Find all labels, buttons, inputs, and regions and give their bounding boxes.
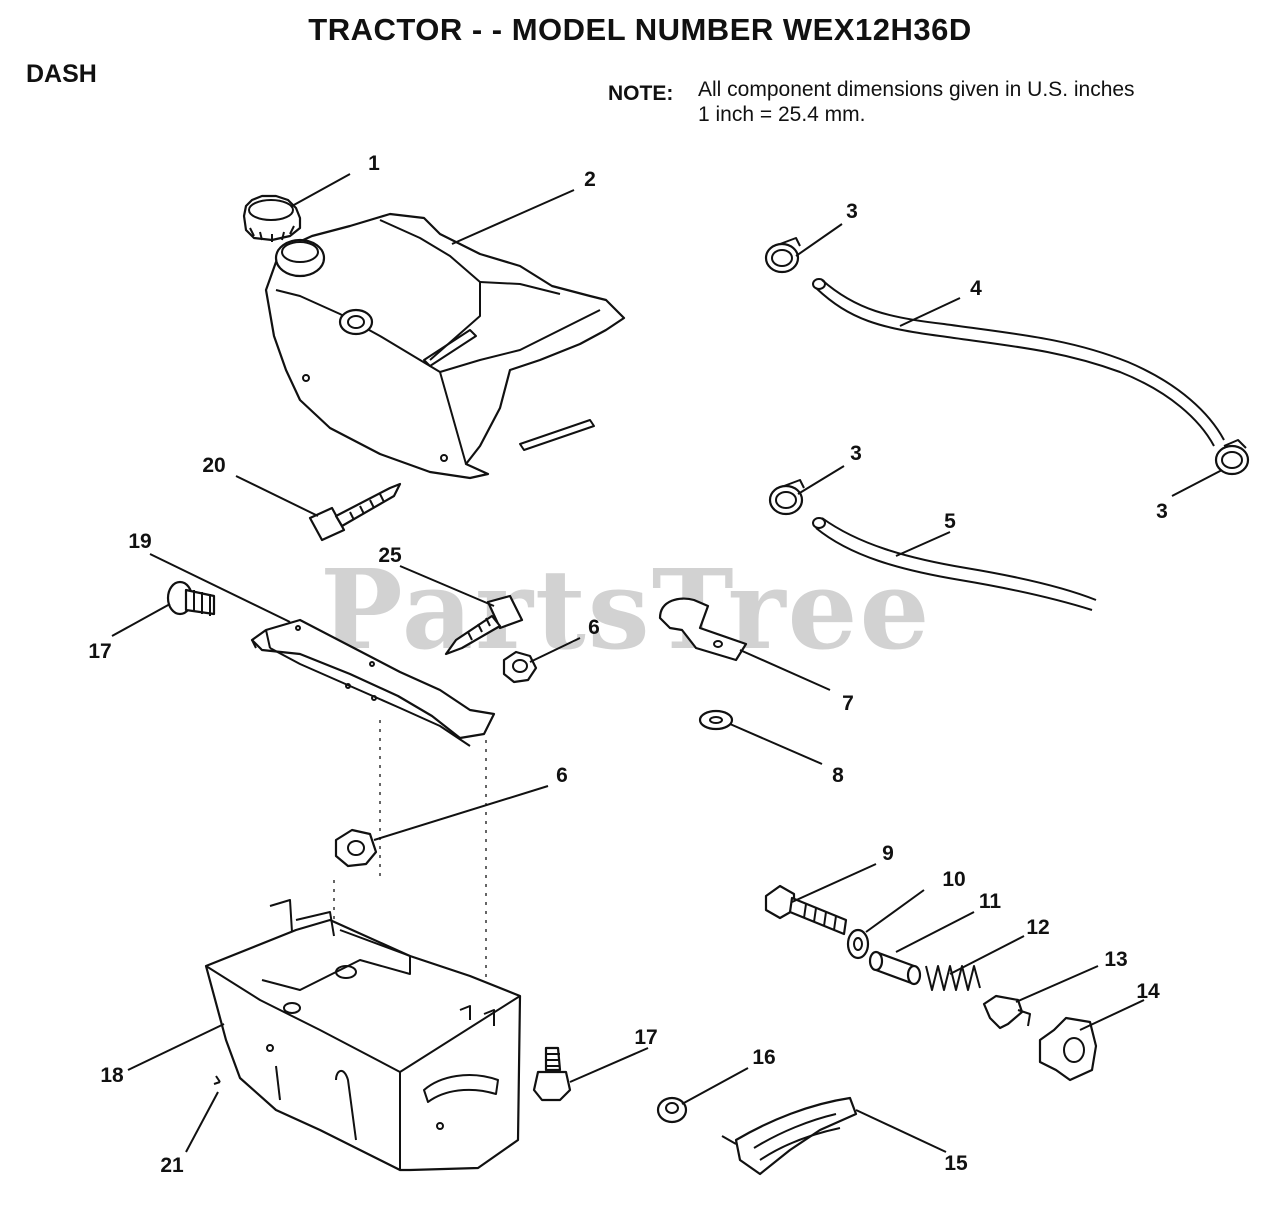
- part-nut-6-bottom[interactable]: [334, 828, 378, 868]
- part-washer-8[interactable]: [698, 709, 734, 731]
- part-fuel-cap[interactable]: [242, 194, 302, 242]
- callout-6-top: 6: [588, 616, 600, 639]
- callout-6-bottom: 6: [556, 764, 568, 787]
- part-screw-25[interactable]: [444, 594, 524, 656]
- callout-labels: 1 2 3 4 3 3 5 20 19 25 17 6 7 8 6 9 10 1…: [88, 152, 1168, 1177]
- part-hose-clamp-b[interactable]: [768, 479, 805, 516]
- part-nut-6-top[interactable]: [502, 650, 538, 684]
- section-label: DASH: [26, 60, 97, 88]
- part-latch[interactable]: [982, 994, 1031, 1030]
- callout-17-bottom: 17: [634, 1026, 657, 1049]
- part-hose-clamp-a[interactable]: [764, 237, 801, 274]
- callout-1: 1: [368, 152, 380, 175]
- part-bracket[interactable]: [250, 618, 496, 747]
- part-screw-20[interactable]: [308, 482, 402, 542]
- part-washer-16[interactable]: [656, 1096, 688, 1124]
- part-bolt-17-top[interactable]: [166, 580, 216, 616]
- callout-5: 5: [944, 510, 956, 533]
- note-line-1: All component dimensions given in U.S. i…: [698, 78, 1135, 101]
- callout-15: 15: [944, 1152, 968, 1175]
- callout-18: 18: [100, 1064, 124, 1087]
- part-fuel-tank[interactable]: [264, 212, 626, 480]
- callout-20: 20: [202, 454, 225, 477]
- part-dash-panel[interactable]: [204, 899, 522, 1172]
- callout-3-b: 3: [850, 442, 862, 465]
- callout-9: 9: [882, 842, 894, 865]
- part-gauge-plate[interactable]: [721, 1096, 858, 1176]
- callout-16: 16: [752, 1046, 775, 1069]
- part-washer-10[interactable]: [846, 928, 870, 960]
- callout-12: 12: [1026, 916, 1049, 939]
- callout-17-top: 17: [88, 640, 111, 663]
- part-screw-21[interactable]: [213, 1075, 221, 1085]
- part-knob[interactable]: [1038, 1016, 1098, 1082]
- callout-2: 2: [584, 168, 596, 191]
- part-bolt-9[interactable]: [764, 884, 848, 936]
- part-bolt-17-bottom[interactable]: [532, 1046, 572, 1102]
- callout-21: 21: [160, 1154, 184, 1177]
- note-label: NOTE:: [608, 82, 674, 105]
- part-spacer[interactable]: [868, 950, 922, 986]
- callout-3-c: 3: [1156, 500, 1168, 523]
- note-line-2: 1 inch = 25.4 mm.: [698, 103, 866, 126]
- part-fuel-hose-long[interactable]: [812, 278, 1225, 447]
- page-title: TRACTOR - - MODEL NUMBER WEX12H36D: [308, 12, 972, 47]
- callout-3-a: 3: [846, 200, 858, 223]
- part-fuel-hose-short[interactable]: [812, 517, 1097, 611]
- callout-25: 25: [378, 544, 402, 567]
- callout-19: 19: [128, 530, 151, 553]
- callout-10: 10: [942, 868, 965, 891]
- leader-lines: [111, 173, 1223, 1153]
- part-spring[interactable]: [925, 965, 981, 991]
- callout-8: 8: [832, 764, 844, 787]
- callout-14: 14: [1136, 980, 1160, 1003]
- watermark: PartsTree: [320, 545, 932, 674]
- callout-7: 7: [842, 692, 854, 715]
- callout-4: 4: [970, 277, 982, 300]
- callout-11: 11: [979, 890, 1002, 913]
- callout-13: 13: [1104, 948, 1127, 971]
- part-clip[interactable]: [658, 597, 748, 662]
- part-hose-clamp-c[interactable]: [1214, 439, 1250, 476]
